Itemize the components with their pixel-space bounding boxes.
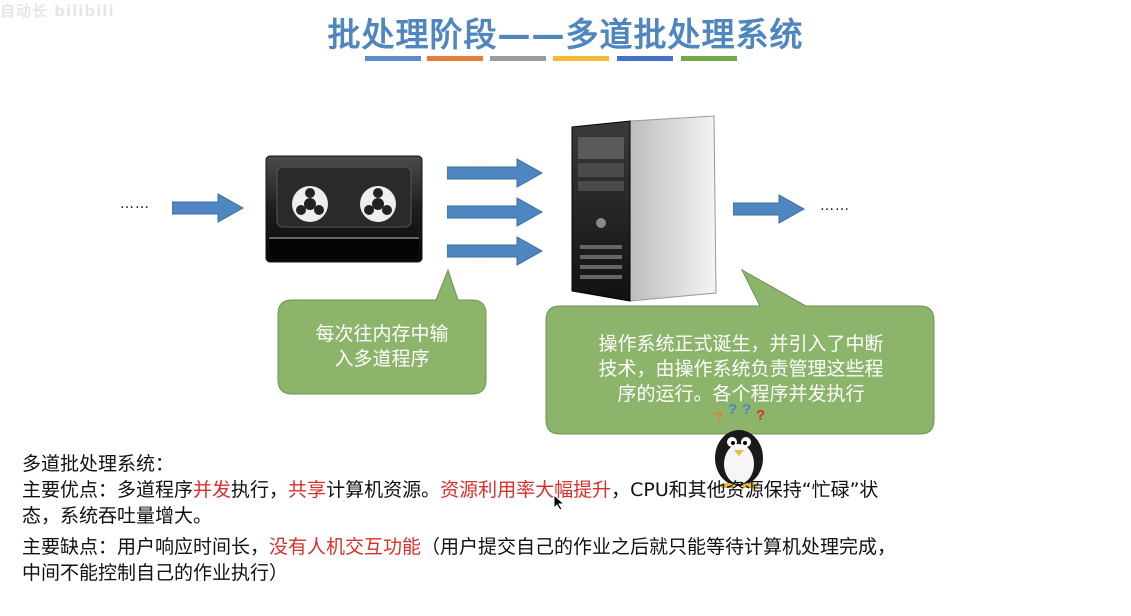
bubble-right-text: 操作系统正式诞生，并引入了中断 技术，由操作系统负责管理这些程 序的运行。各个程… <box>598 333 884 405</box>
title-color-bar-3 <box>490 56 546 61</box>
input-arrow-icon <box>172 193 244 223</box>
title-color-bar-5 <box>617 56 673 61</box>
left-ellipsis: …… <box>120 196 150 212</box>
cons-text-2: （用户提交自己的作业之后就只能等待计算机处理完成， <box>421 536 897 558</box>
pros-text-2: 执行， <box>231 479 289 501</box>
pros-utilization: 资源利用率大幅提升 <box>440 479 612 501</box>
question-mark-2: ? <box>728 401 737 418</box>
slide-title: 批处理阶段——多道批处理系统 <box>327 15 804 54</box>
tape-drive-icon <box>265 155 423 263</box>
server-tower-icon <box>571 115 717 302</box>
speech-bubble-left <box>277 268 487 395</box>
pros-text-4: ，CPU和其他资源保持“忙碌”状 <box>611 479 879 501</box>
pros-paragraph: 主要优点：多道程序并发执行，共享计算机资源。资源利用率大幅提升，CPU和其他资源… <box>22 477 1112 529</box>
title-color-bar-1 <box>365 56 421 61</box>
title-color-bar-4 <box>553 56 609 61</box>
cons-no-interaction: 没有人机交互功能 <box>269 536 422 558</box>
title-color-bar-2 <box>427 56 483 61</box>
pros-concurrent: 并发 <box>193 479 232 501</box>
right-ellipsis: …… <box>820 198 850 214</box>
cons-label: 主要缺点：用户响应时间长， <box>22 536 270 558</box>
question-mark-1: ? <box>714 409 723 426</box>
load-arrow-2-icon <box>447 197 543 227</box>
pros-text-5: 态，系统吞吐量增大。 <box>22 505 213 527</box>
cons-paragraph: 主要缺点：用户响应时间长，没有人机交互功能（用户提交自己的作业之后就只能等待计算… <box>22 534 1112 586</box>
speech-bubble-right <box>545 268 935 435</box>
confused-penguin-icon: ? ? ? ? <box>714 401 765 488</box>
output-arrow-icon <box>733 194 805 224</box>
question-mark-3: ? <box>742 401 751 418</box>
question-mark-4: ? <box>756 407 765 424</box>
pros-label: 主要优点：多道程序 <box>22 479 194 501</box>
mouse-cursor-icon <box>553 494 565 510</box>
heading-multiprogram: 多道批处理系统： <box>22 453 175 475</box>
load-arrow-3-icon <box>447 236 543 266</box>
bubble-left-text: 每次往内存中输 入多道程序 <box>315 323 449 370</box>
pros-text-3: 计算机资源。 <box>326 479 441 501</box>
load-arrow-1-icon <box>447 158 543 188</box>
title-color-bar-6 <box>681 56 737 61</box>
pros-share: 共享 <box>288 479 327 501</box>
watermark: 自动长 bilibili <box>0 2 115 20</box>
cons-text-3: 中间不能控制自己的作业执行） <box>22 562 289 584</box>
